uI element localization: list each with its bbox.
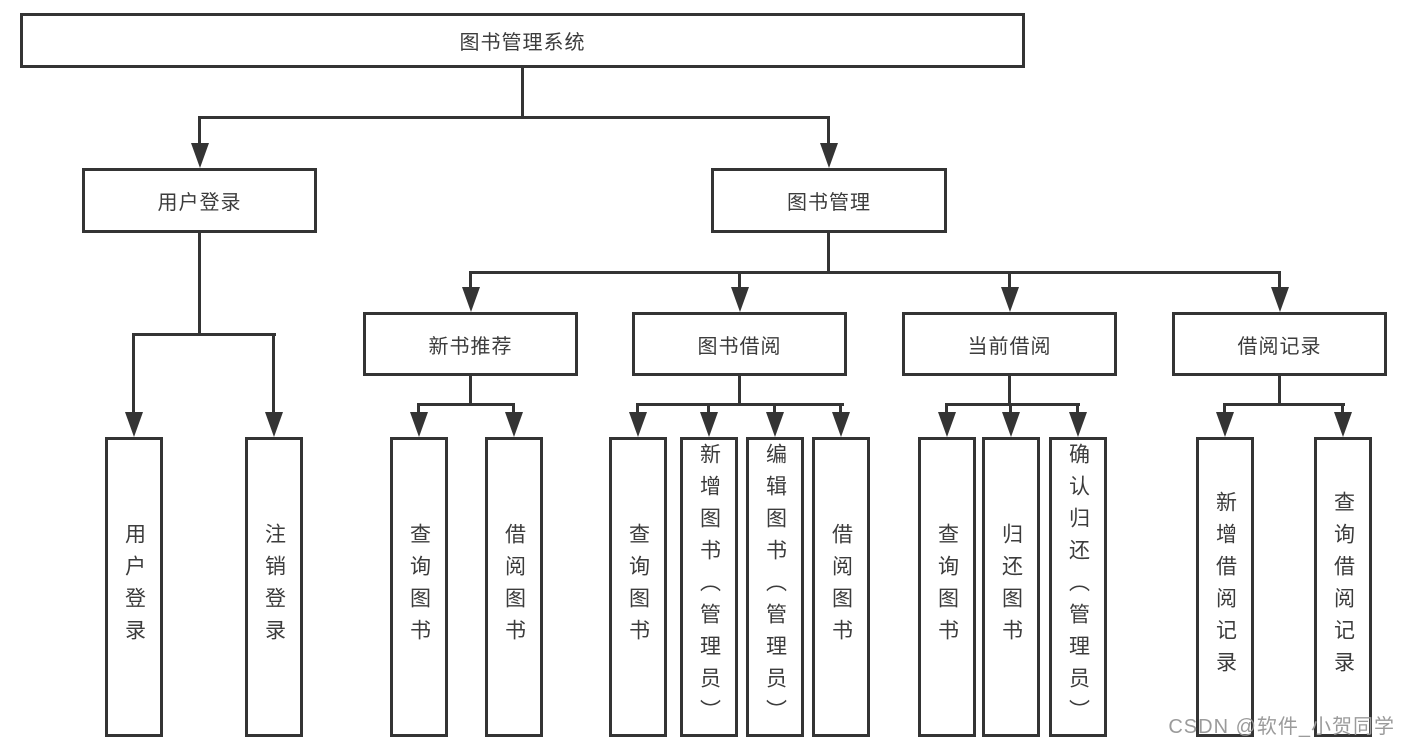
connector-line (636, 403, 639, 415)
leaf-borrow-books-recommend: 借阅图书 (485, 437, 543, 737)
arrow-down-icon (1069, 412, 1087, 437)
node-book-management: 图书管理 (711, 168, 947, 233)
connector-line (1008, 376, 1011, 406)
node-user-login: 用户登录 (82, 168, 317, 233)
connector-line (1008, 271, 1011, 289)
connector-line (469, 271, 1281, 274)
connector-line (1009, 403, 1012, 415)
leaf-query-borrow-record: 查询借阅记录 (1314, 437, 1372, 737)
connector-line (738, 271, 741, 289)
arrow-down-icon (462, 287, 480, 312)
connector-line (132, 333, 276, 336)
leaf-user-login: 用户登录 (105, 437, 163, 737)
arrow-down-icon (820, 143, 838, 168)
connector-line (417, 403, 420, 415)
node-book-borrowing: 图书借阅 (632, 312, 847, 376)
leaf-query-books-current: 查询图书 (918, 437, 976, 737)
connector-line (417, 403, 515, 406)
arrow-down-icon (265, 412, 283, 437)
connector-line (1278, 376, 1281, 406)
connector-line (469, 271, 472, 289)
connector-line (132, 333, 135, 414)
connector-line (1278, 271, 1281, 289)
arrow-down-icon (410, 412, 428, 437)
connector-line (945, 403, 948, 415)
connector-line (1223, 403, 1345, 406)
node-borrowing-records: 借阅记录 (1172, 312, 1387, 376)
node-current-borrowing: 当前借阅 (902, 312, 1117, 376)
connector-line (636, 403, 844, 406)
connector-line (1341, 403, 1344, 415)
leaf-add-book-admin: 新增图书（管理员） (680, 437, 738, 737)
leaf-logout: 注销登录 (245, 437, 303, 737)
leaf-add-borrow-record: 新增借阅记录 (1196, 437, 1254, 737)
connector-line (827, 233, 830, 274)
arrow-down-icon (1001, 287, 1019, 312)
connector-line (738, 376, 741, 406)
connector-line (773, 403, 776, 415)
connector-line (1223, 403, 1226, 415)
arrow-down-icon (1002, 412, 1020, 437)
connector-line (521, 68, 524, 118)
connector-line (707, 403, 710, 415)
node-library-management-system: 图书管理系统 (20, 13, 1025, 68)
arrow-down-icon (832, 412, 850, 437)
connector-line (839, 403, 842, 415)
connector-line (198, 116, 830, 119)
arrow-down-icon (766, 412, 784, 437)
leaf-edit-book-admin: 编辑图书（管理员） (746, 437, 804, 737)
connector-line (945, 403, 1080, 406)
connector-line (272, 333, 275, 414)
arrow-down-icon (1334, 412, 1352, 437)
arrow-down-icon (700, 412, 718, 437)
arrow-down-icon (191, 143, 209, 168)
leaf-query-books-borrow: 查询图书 (609, 437, 667, 737)
csdn-watermark: CSDN @软件_小贺同学 (1168, 716, 1395, 738)
node-new-book-recommendation: 新书推荐 (363, 312, 578, 376)
arrow-down-icon (629, 412, 647, 437)
connector-line (198, 233, 201, 336)
leaf-borrow-books: 借阅图书 (812, 437, 870, 737)
arrow-down-icon (938, 412, 956, 437)
arrow-down-icon (125, 412, 143, 437)
arrow-down-icon (505, 412, 523, 437)
arrow-down-icon (1271, 287, 1289, 312)
connector-line (469, 376, 472, 406)
connector-line (1076, 403, 1079, 415)
arrow-down-icon (731, 287, 749, 312)
arrow-down-icon (1216, 412, 1234, 437)
leaf-query-books-recommend: 查询图书 (390, 437, 448, 737)
connector-line (827, 116, 830, 145)
leaf-return-books: 归还图书 (982, 437, 1040, 737)
connector-line (512, 403, 515, 415)
connector-line (198, 116, 201, 145)
leaf-confirm-return-admin: 确认归还（管理员） (1049, 437, 1107, 737)
